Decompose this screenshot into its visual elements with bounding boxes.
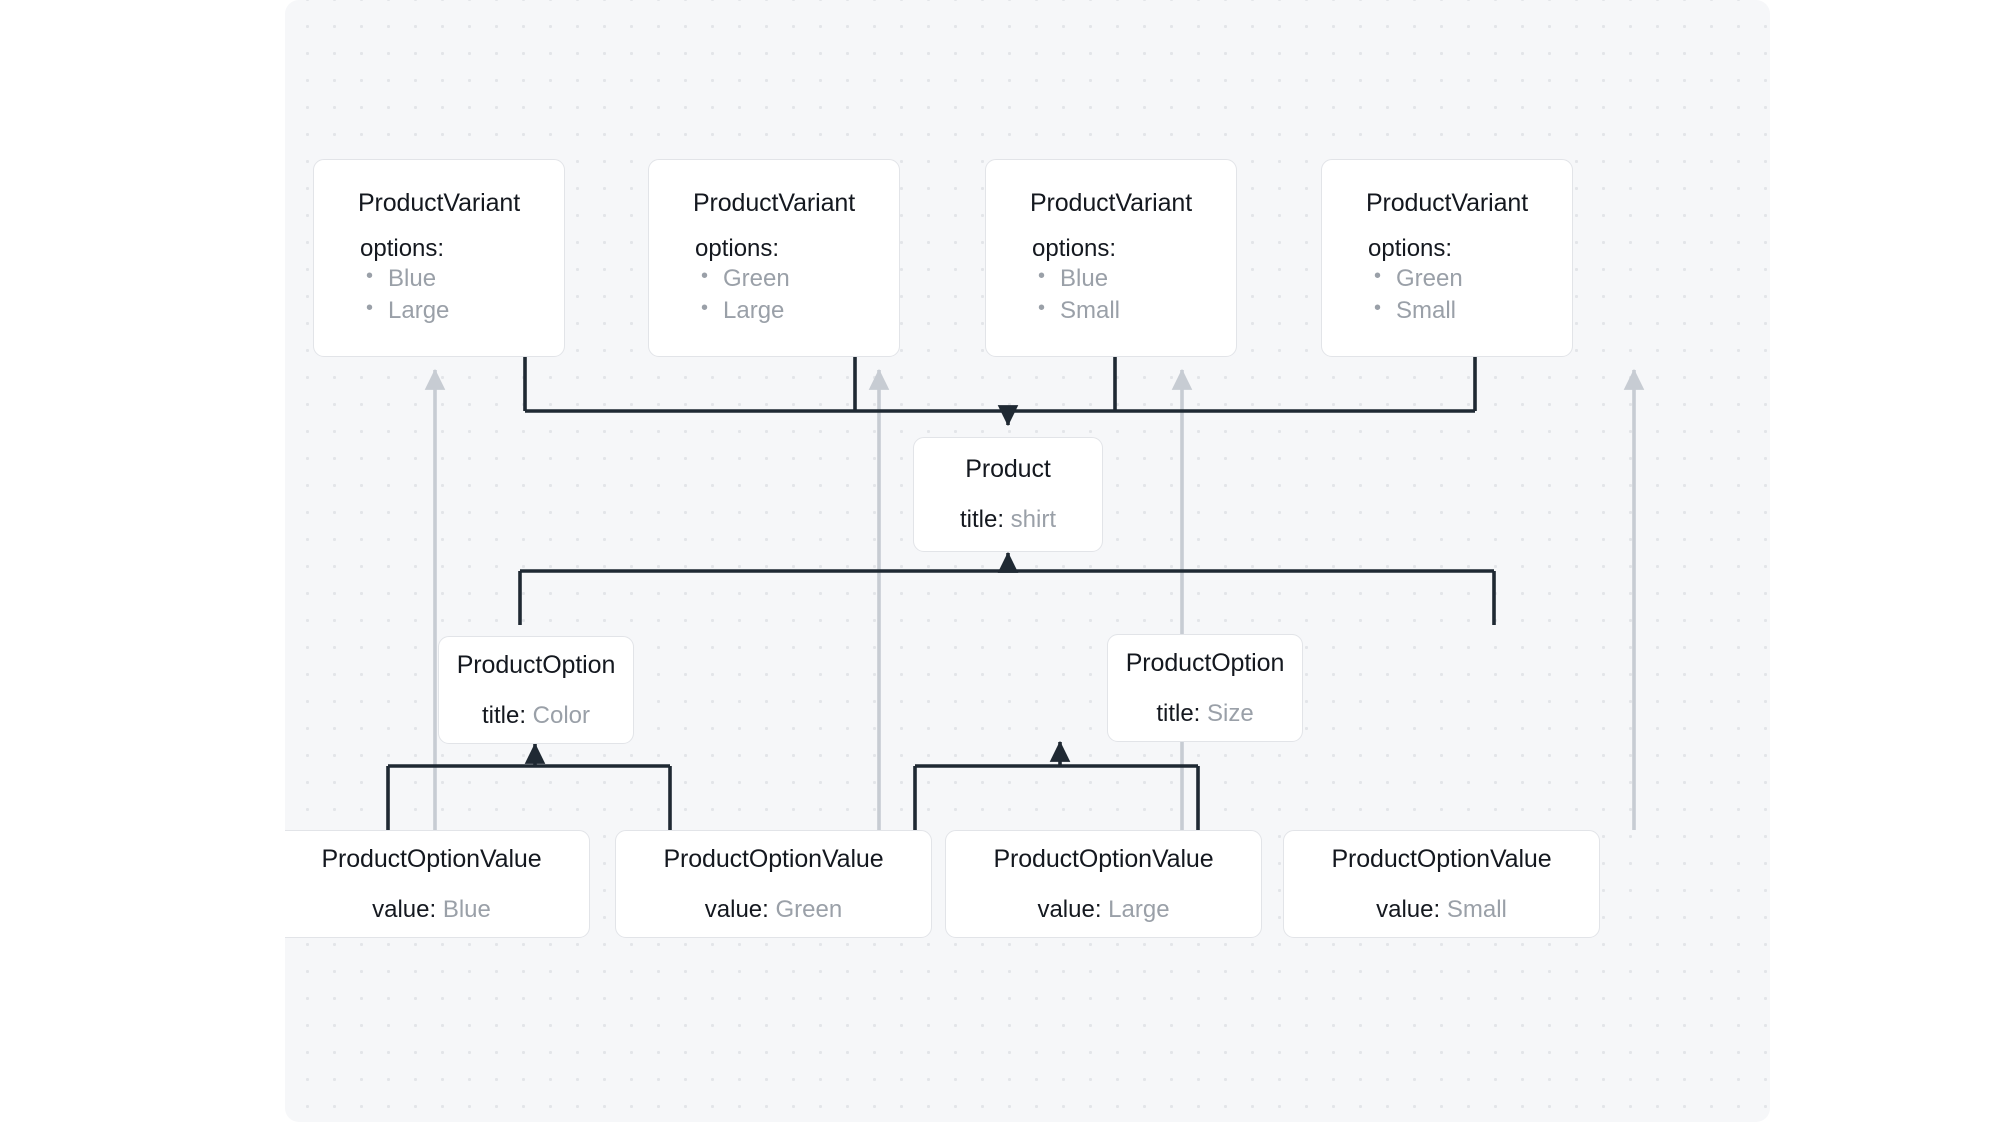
option-item: Large <box>701 295 790 327</box>
node-field-title: title: shirt <box>960 506 1056 534</box>
option-item: Blue <box>1038 263 1120 295</box>
node-product-option-color[interactable]: ProductOption title: Color <box>438 636 634 744</box>
node-product-option-value-small[interactable]: ProductOptionValue value: Small <box>1283 830 1600 938</box>
field-label: title: <box>959 506 1004 534</box>
field-value: Small <box>1446 895 1507 923</box>
node-title: ProductVariant <box>1029 188 1193 217</box>
option-item: Small <box>1038 295 1120 327</box>
field-label: value: <box>372 895 437 923</box>
node-product-variant-3[interactable]: ProductVariant options: Blue Small <box>985 159 1237 357</box>
node-field-title: title: Size <box>1156 700 1253 728</box>
node-title: ProductOptionValue <box>1331 844 1552 873</box>
node-product-option-value-green[interactable]: ProductOptionValue value: Green <box>615 830 932 938</box>
field-value: Size <box>1207 699 1254 727</box>
node-title: ProductOptionValue <box>321 844 542 873</box>
node-field-value: value: Small <box>1376 896 1507 924</box>
node-title: ProductOptionValue <box>663 844 884 873</box>
node-body: options: Blue Large <box>314 235 564 327</box>
node-product-option-value-blue[interactable]: ProductOptionValue value: Blue <box>285 830 590 938</box>
node-title: ProductVariant <box>692 188 856 217</box>
node-field-value: value: Green <box>705 896 842 924</box>
node-product-variant-2[interactable]: ProductVariant options: Green Large <box>648 159 900 357</box>
field-value: Blue <box>442 895 491 923</box>
options-list: Green Small <box>1322 263 1463 327</box>
node-title: ProductVariant <box>1365 188 1529 217</box>
field-label: options: <box>360 235 445 263</box>
option-item: Green <box>1374 263 1463 295</box>
node-product[interactable]: Product title: shirt <box>913 437 1103 552</box>
node-field-value: value: Blue <box>372 896 491 924</box>
node-body: options: Green Small <box>1322 235 1572 327</box>
node-title: Product <box>965 455 1051 484</box>
options-list: Blue Large <box>314 263 450 327</box>
field-label: value: <box>1037 895 1102 923</box>
edge-group-value-to-option-size <box>913 740 1200 830</box>
field-label: value: <box>1376 895 1441 923</box>
options-list: Green Large <box>649 263 790 327</box>
node-field-title: title: Color <box>482 702 590 730</box>
node-title: ProductOption <box>1125 648 1285 677</box>
field-label: options: <box>1368 235 1453 263</box>
field-value: Color <box>532 701 591 729</box>
node-body: options: Green Large <box>649 235 899 327</box>
node-product-option-value-large[interactable]: ProductOptionValue value: Large <box>945 830 1262 938</box>
node-field-value: value: Large <box>1037 896 1169 924</box>
field-label: options: <box>1032 235 1117 263</box>
node-product-variant-1[interactable]: ProductVariant options: Blue Large <box>313 159 565 357</box>
field-value: Green <box>775 895 843 923</box>
edge-group-option-to-product <box>518 551 1496 625</box>
option-item: Small <box>1374 295 1463 327</box>
edge-group-variant-to-product <box>523 356 1477 427</box>
field-label: title: <box>1156 699 1201 727</box>
field-value: shirt <box>1010 506 1057 534</box>
field-label: title: <box>481 701 526 729</box>
diagram-canvas[interactable]: ProductVariant options: Blue Large Produ… <box>285 0 1770 1122</box>
option-item: Large <box>366 295 450 327</box>
options-list: Blue Small <box>986 263 1120 327</box>
node-title: ProductOption <box>456 650 616 679</box>
node-body: options: Blue Small <box>986 235 1236 327</box>
edge-group-value-to-option-color <box>386 742 672 830</box>
node-title: ProductOptionValue <box>993 844 1214 873</box>
field-label: options: <box>695 235 780 263</box>
node-product-option-size[interactable]: ProductOption title: Size <box>1107 634 1303 742</box>
field-value: Large <box>1108 895 1170 923</box>
node-title: ProductVariant <box>357 188 521 217</box>
field-label: value: <box>704 895 769 923</box>
node-product-variant-4[interactable]: ProductVariant options: Green Small <box>1321 159 1573 357</box>
option-item: Blue <box>366 263 449 295</box>
option-item: Green <box>701 263 790 295</box>
